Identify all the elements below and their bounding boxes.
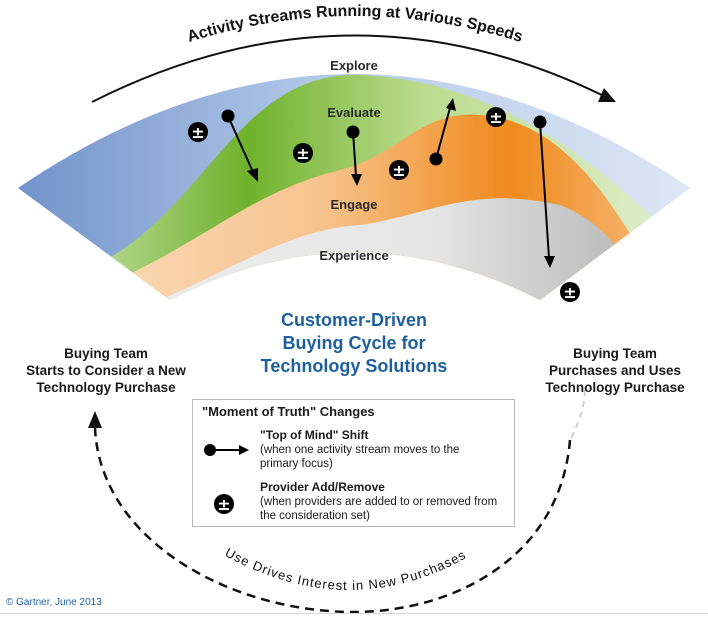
left-label-line: Starts to Consider a New bbox=[26, 363, 186, 378]
bottom-arc-label: Use Drives Interest in New Purchases bbox=[223, 545, 469, 593]
top-arc-label: Activity Streams Running at Various Spee… bbox=[185, 3, 525, 46]
band-label-explore: Explore bbox=[330, 58, 378, 73]
right-label-line: Buying Team bbox=[573, 346, 657, 361]
arrow-dot-icon bbox=[204, 444, 249, 456]
legend-shift-desc-line: (when one activity stream moves to the bbox=[260, 444, 460, 456]
top-arc-arrow bbox=[91, 34, 613, 103]
shift-marker-2 bbox=[346, 125, 362, 186]
shift-marker-4 bbox=[533, 115, 555, 268]
svg-text:±: ± bbox=[563, 283, 576, 302]
legend-shift-desc: (when one activity stream moves to the p… bbox=[260, 443, 510, 471]
plus-minus-icon: ± bbox=[214, 494, 234, 514]
bottom-return-arc bbox=[93, 427, 572, 614]
right-stage-label: Buying Team Purchases and Uses Technolog… bbox=[515, 345, 708, 396]
legend-provider-head: Provider Add/Remove bbox=[260, 480, 385, 494]
left-label-line: Technology Purchase bbox=[36, 380, 176, 395]
band-label-evaluate: Evaluate bbox=[327, 105, 380, 120]
copyright-notice: © Gartner, June 2013 bbox=[6, 597, 102, 608]
plus-minus-icon: ± bbox=[293, 143, 313, 163]
bottom-return-arrowhead bbox=[88, 411, 102, 428]
legend-shift-head: "Top of Mind" Shift bbox=[260, 428, 369, 442]
plus-minus-icon: ± bbox=[560, 282, 580, 302]
center-title-line: Customer-Driven bbox=[280, 310, 428, 330]
center-title-line: Technology Solutions bbox=[260, 356, 448, 376]
svg-text:±: ± bbox=[392, 161, 405, 180]
shift-marker-3 bbox=[429, 98, 456, 166]
band-label-experience: Experience bbox=[319, 248, 388, 263]
right-label-line: Technology Purchase bbox=[545, 380, 685, 395]
legend-shift-desc-line: primary focus) bbox=[260, 458, 333, 470]
center-title-line: Buying Cycle for bbox=[282, 333, 426, 353]
svg-text:±: ± bbox=[191, 123, 204, 142]
svg-text:±: ± bbox=[217, 495, 230, 514]
legend-provider-desc-line: the consideration set) bbox=[260, 510, 370, 522]
legend-provider-desc: (when providers are added to or removed … bbox=[260, 495, 510, 523]
right-label-line: Purchases and Uses bbox=[548, 363, 682, 378]
plus-minus-icon: ± bbox=[486, 107, 506, 127]
legend-box: "Moment of Truth" Changes "Top of Mind" … bbox=[192, 399, 515, 527]
left-stage-label: Buying Team Starts to Consider a New Tec… bbox=[6, 345, 206, 396]
plus-minus-icon: ± bbox=[389, 160, 409, 180]
legend-provider-desc-line: (when providers are added to or removed … bbox=[260, 496, 498, 508]
shift-marker-1 bbox=[221, 109, 258, 182]
left-label-line: Buying Team bbox=[64, 346, 148, 361]
footer-divider bbox=[0, 613, 708, 614]
legend-title: "Moment of Truth" Changes bbox=[202, 404, 375, 419]
bottom-return-arc-fade bbox=[569, 389, 586, 441]
plus-minus-icon: ± bbox=[188, 122, 208, 142]
svg-text:±: ± bbox=[489, 108, 502, 127]
top-arc-arrowhead bbox=[598, 88, 616, 102]
band-label-engage: Engage bbox=[331, 197, 378, 212]
center-title: Customer-Driven Buying Cycle for Technol… bbox=[204, 309, 504, 378]
svg-text:±: ± bbox=[296, 144, 309, 163]
